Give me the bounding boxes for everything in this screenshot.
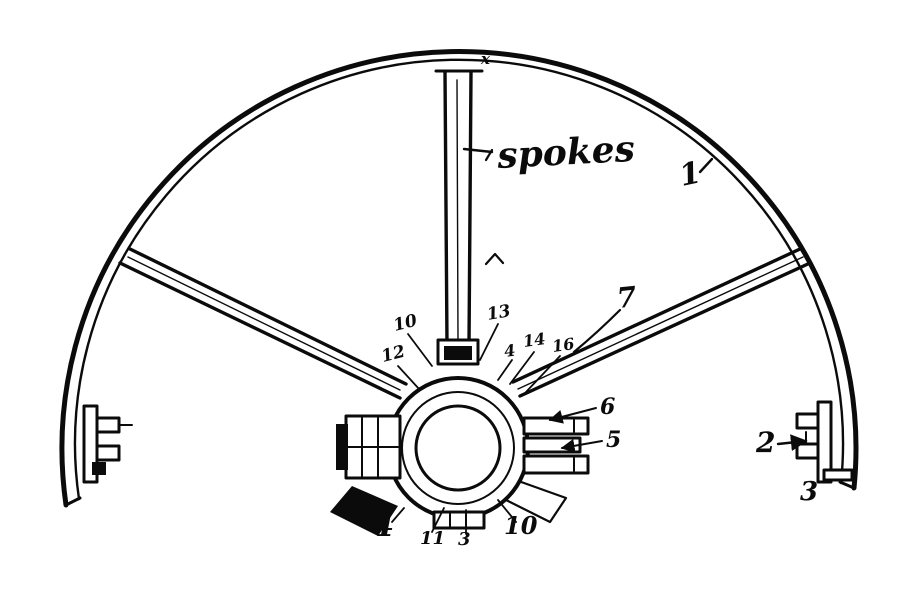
- hub-outer-circle: [386, 376, 530, 520]
- label-num-14: 14: [522, 329, 547, 351]
- hub-ring-circle: [401, 391, 515, 505]
- label-num-5: 5: [606, 427, 621, 453]
- label-num-11-bottom: 11: [420, 528, 445, 549]
- rim-left-end-cap: [64, 496, 82, 507]
- label-num-4-small: 4: [503, 341, 517, 361]
- left-bracket-lug-bottom: [95, 444, 121, 462]
- right-spoke-center-line: [517, 256, 804, 390]
- num-10-upper-leader: [407, 333, 433, 367]
- spokes-leader-line: [462, 147, 494, 154]
- rim-inner-arc: [73, 58, 845, 501]
- label-num-4-bottom: 4: [372, 506, 394, 544]
- hub-right-bolt-1: [522, 416, 590, 436]
- num-10-bottom-leader: [497, 499, 517, 523]
- label-num-13: 13: [485, 301, 512, 325]
- label-num-3-right: 3: [800, 477, 818, 507]
- hub-shaft-bore: [414, 404, 502, 492]
- right-bracket-lug-bottom: [795, 442, 820, 460]
- num-12-leader: [397, 365, 421, 391]
- rim-right-end-cap: [838, 480, 856, 490]
- right-spoke-upper-edge: [511, 247, 802, 384]
- label-num-16: 16: [551, 334, 576, 356]
- hub-lower-left-stub: [330, 486, 398, 536]
- left-bracket-lug-top: [95, 416, 121, 434]
- caret-mark: [484, 252, 505, 266]
- num-2-leader-arrow: [776, 434, 808, 451]
- num-13-leader: [479, 323, 499, 361]
- vertical-spoke-left-edge: [443, 70, 449, 347]
- label-num-7: 7: [615, 280, 638, 315]
- num-4-small-leader: [497, 359, 513, 381]
- label-spokes: spokes: [495, 128, 636, 177]
- wheel-rim: [59, 49, 859, 508]
- num-16-leader: [525, 355, 561, 393]
- hub-left-flange-cap: [336, 424, 348, 470]
- label-num-12: 12: [379, 342, 407, 367]
- vertical-spoke-right-edge: [467, 70, 473, 347]
- label-top-x: x: [480, 50, 491, 68]
- right-bracket-bar: [816, 400, 833, 484]
- hub-right-bolt-2: [522, 436, 582, 454]
- vertical-spoke-center-line: [456, 79, 459, 341]
- left-rim-bracket: [82, 404, 133, 484]
- right-spoke-lower-edge: [518, 261, 812, 398]
- left-bracket-foot: [92, 462, 106, 475]
- hub-right-bolt-3: [522, 454, 590, 475]
- num-5-leader-arrow: [560, 438, 603, 453]
- num-7-leader: [572, 308, 622, 354]
- hub-bottom-boss: [432, 510, 486, 530]
- left-spoke-lower-edge: [118, 261, 402, 400]
- num-14-leader: [509, 351, 535, 385]
- spokes-check-mark: [484, 148, 494, 162]
- left-spoke-center-line: [127, 256, 401, 391]
- leader-lines: [391, 147, 808, 535]
- hub-top-boss-key: [444, 346, 472, 360]
- hub-group: [330, 338, 590, 536]
- spokes-group: [118, 69, 812, 400]
- num-4-bottom-leader: [391, 507, 405, 523]
- right-bracket-foot: [822, 468, 854, 482]
- right-rim-bracket: [795, 400, 854, 484]
- num-6-leader-arrow: [548, 407, 597, 424]
- label-num-1: 1: [676, 155, 704, 194]
- label-num-10-bottom: 10: [504, 511, 538, 540]
- num-1-tick: [698, 157, 714, 174]
- label-num-6: 6: [600, 394, 615, 420]
- label-num-2: 2: [755, 426, 775, 459]
- left-spoke-upper-edge: [128, 247, 408, 386]
- label-num-10-upper: 10: [391, 311, 419, 336]
- label-num-3-bottom: 3: [458, 529, 471, 550]
- right-bracket-lug-top: [795, 412, 820, 430]
- num-11-bottom-leader: [431, 507, 445, 533]
- rim-outer-arc: [59, 49, 859, 508]
